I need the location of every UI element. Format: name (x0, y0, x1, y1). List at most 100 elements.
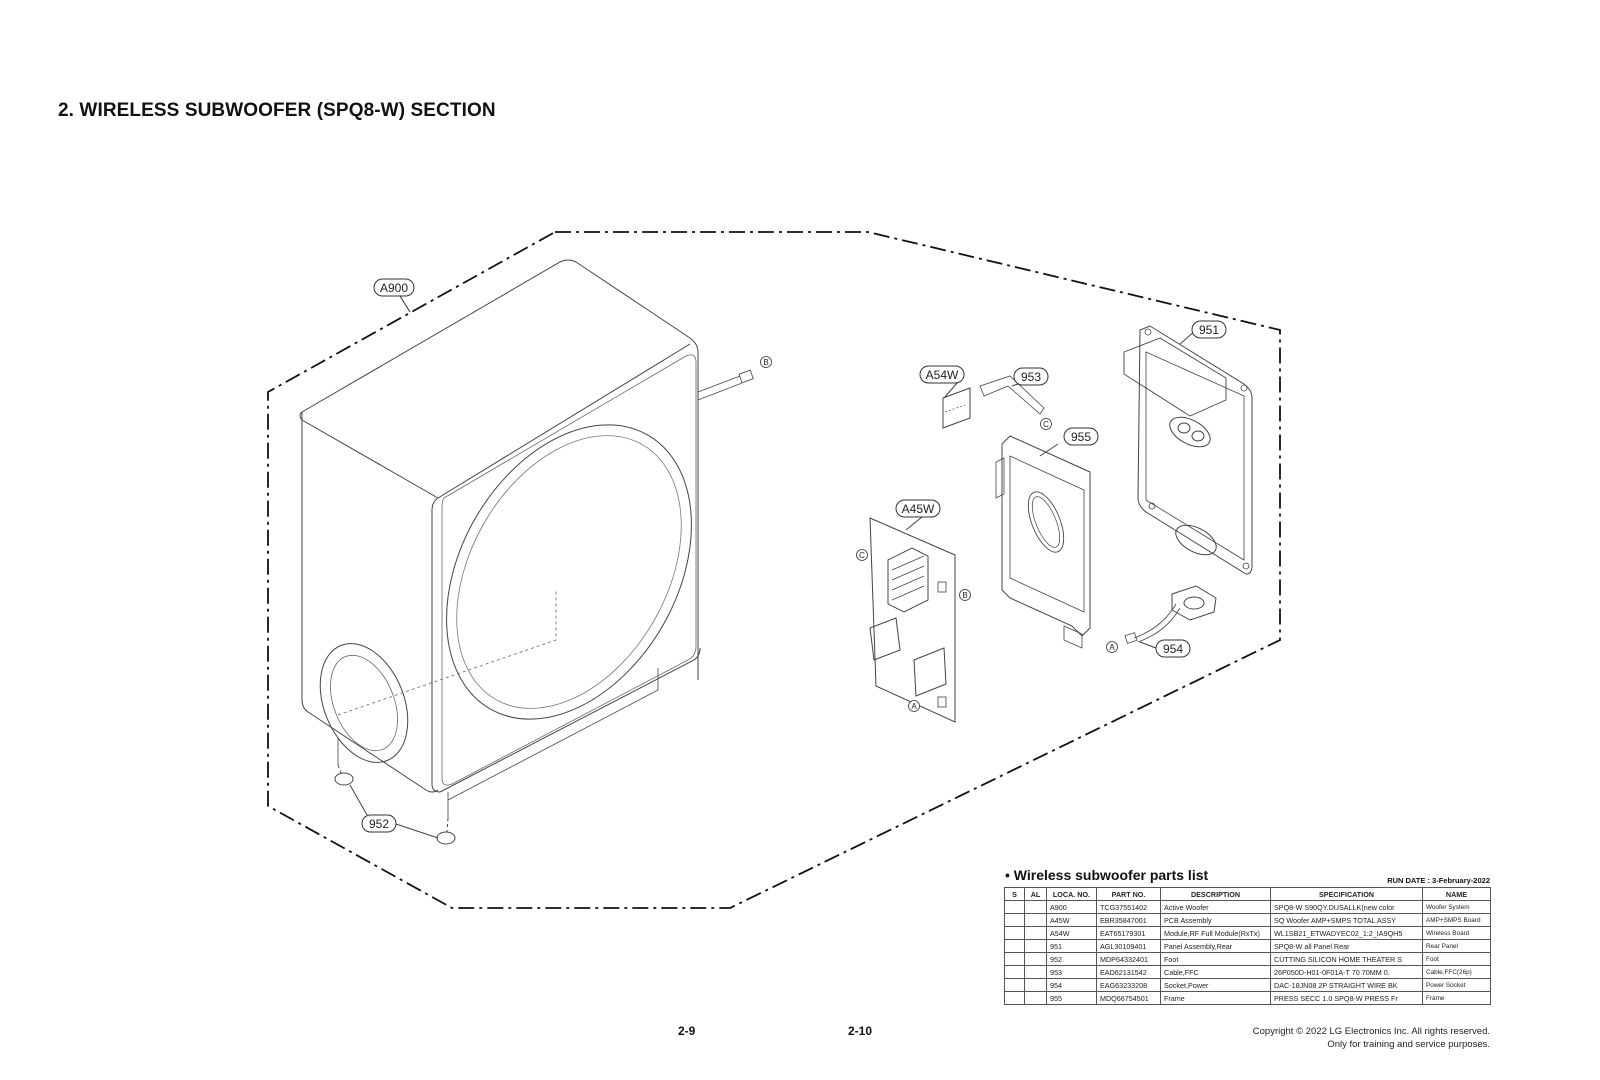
cell-description: Module,RF Full Module(RxTx) (1160, 926, 1271, 940)
col-header-al: AL (1024, 887, 1047, 901)
page-title: 2. WIRELESS SUBWOOFER (SPQ8-W) SECTION (58, 100, 496, 121)
subwoofer-cabinet (299, 259, 754, 818)
cell-specification: WL1SB21_ETWADYEC02_1:2_IA9QH5 (1270, 926, 1423, 940)
copyright-line-2: Only for training and service purposes. (1327, 1039, 1490, 1050)
parts-table: S AL LOCA. NO. PART NO. DESCRIPTION SPEC… (1004, 887, 1491, 1005)
cell-s (1004, 900, 1025, 914)
cell-part-no: EAG63233208 (1096, 978, 1161, 992)
svg-text:955: 955 (1071, 430, 1091, 444)
svg-text:A: A (911, 702, 917, 711)
cell-al (1024, 965, 1047, 979)
frame-part (995, 435, 1091, 649)
cell-loca-no: A45W (1046, 913, 1097, 927)
cell-s (1004, 978, 1025, 992)
svg-text:951: 951 (1199, 323, 1219, 337)
cell-specification: SQ Woofer AMP+SMPS TOTAL ASSY (1270, 913, 1423, 927)
connector-c-ffc: C (1040, 418, 1052, 430)
cell-description: Cable,FFC (1160, 965, 1271, 979)
cell-name: Wireless Board (1422, 926, 1491, 940)
callout-a45w: A45W (895, 499, 941, 518)
svg-text:953: 953 (1021, 370, 1041, 384)
cell-part-no: TCG37551402 (1096, 900, 1161, 914)
foot-parts (334, 764, 456, 845)
cell-al (1024, 913, 1047, 927)
svg-text:A: A (1109, 643, 1115, 652)
amp-smps-pcb (869, 511, 956, 723)
cell-loca-no: 952 (1046, 952, 1097, 966)
cell-description: PCB Assembly (1160, 913, 1271, 927)
svg-text:A45W: A45W (902, 502, 935, 516)
svg-text:C: C (859, 551, 865, 560)
cell-al (1024, 991, 1047, 1005)
col-header-name: NAME (1422, 887, 1491, 901)
cell-s (1004, 952, 1025, 966)
col-header-part-no: PART NO. (1096, 887, 1161, 901)
cell-al (1024, 900, 1047, 914)
cell-part-no: EAT65179301 (1096, 926, 1161, 940)
cell-name: Rear Panel (1422, 939, 1491, 953)
cell-loca-no: 955 (1046, 991, 1097, 1005)
callout-954: 954 (1139, 639, 1191, 658)
cell-specification: DAC-18JN08 2P STRAIGHT WIRE BK (1270, 978, 1423, 992)
col-header-s: S (1004, 887, 1025, 901)
copyright-line-1: Copyright © 2022 LG Electronics Inc. All… (1252, 1026, 1490, 1037)
cell-description: Frame (1160, 991, 1271, 1005)
page-number-right: 2-10 (848, 1024, 873, 1038)
svg-text:954: 954 (1163, 642, 1183, 656)
assembly-boundary (267, 231, 1281, 909)
cell-part-no: AGL30109401 (1096, 939, 1161, 953)
callout-951: 951 (1191, 320, 1227, 339)
cell-loca-no: A900 (1046, 900, 1097, 914)
power-socket-part (1124, 585, 1217, 644)
parts-table-header: S AL LOCA. NO. PART NO. DESCRIPTION SPEC… (1004, 887, 1491, 901)
callout-955: 955 (1063, 427, 1099, 446)
cell-description: Panel Assembly,Rear (1160, 939, 1271, 953)
cell-al (1024, 939, 1047, 953)
svg-text:B: B (962, 591, 967, 600)
cell-description: Foot (1160, 952, 1271, 966)
cell-s (1004, 965, 1025, 979)
cell-description: Active Woofer (1160, 900, 1271, 914)
cell-al (1024, 952, 1047, 966)
col-header-description: DESCRIPTION (1160, 887, 1271, 901)
cell-s (1004, 939, 1025, 953)
run-date: RUN DATE : 3-February-2022 (1387, 876, 1490, 885)
cell-part-no: MDQ66754501 (1096, 991, 1161, 1005)
callout-a54w: A54W (919, 365, 965, 384)
copyright-notice: Copyright © 2022 LG Electronics Inc. All… (1253, 1025, 1490, 1051)
cell-specification: PRESS SECC 1.0 SPQ8-W PRESS Fr (1270, 991, 1423, 1005)
cell-name: Cable,FFC(26p) (1422, 965, 1491, 979)
callout-953: 953 (1013, 367, 1049, 386)
cell-name: AMP+SMPS Board (1422, 913, 1491, 927)
cell-part-no: EBR35847001 (1096, 913, 1161, 927)
cell-loca-no: A54W (1046, 926, 1097, 940)
callout-952: 952 (361, 814, 397, 833)
connector-a-socket: A (1106, 641, 1118, 653)
cell-specification: SPQ8-W S90QY.DUSALLK(new color (1270, 900, 1423, 914)
cell-al (1024, 926, 1047, 940)
svg-text:A54W: A54W (926, 368, 959, 382)
cell-s (1004, 991, 1025, 1005)
connector-a-pcb: A (908, 700, 920, 712)
connector-c-pcb: C (856, 549, 868, 561)
cell-loca-no: 953 (1046, 965, 1097, 979)
rear-panel-part (1123, 325, 1253, 575)
cell-name: Foot (1422, 952, 1491, 966)
cell-s (1004, 926, 1025, 940)
callout-a900: A900 (373, 278, 415, 313)
svg-text:B: B (763, 358, 768, 367)
cell-specification: CUTTING SILICON HOME THEATER S (1270, 952, 1423, 966)
cell-name: Frame (1422, 991, 1491, 1005)
cell-part-no: MDP64332401 (1096, 952, 1161, 966)
col-header-specification: SPECIFICATION (1270, 887, 1423, 901)
connector-b-pcb: B (959, 589, 971, 601)
cell-loca-no: 951 (1046, 939, 1097, 953)
cell-name: Woofer System (1422, 900, 1491, 914)
